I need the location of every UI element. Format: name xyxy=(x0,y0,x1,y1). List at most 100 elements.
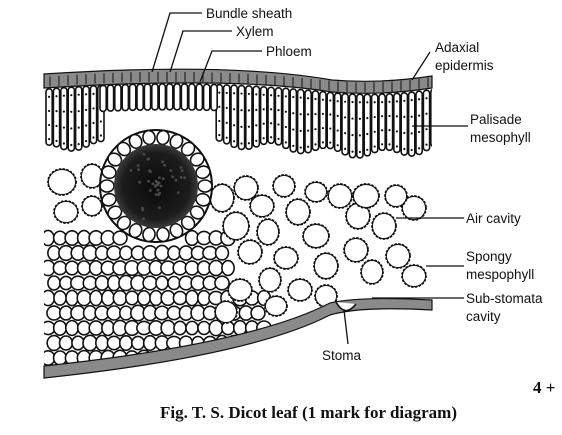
chloroplast xyxy=(395,130,398,133)
bundle-speck xyxy=(149,189,152,192)
palisade-cell xyxy=(348,93,357,159)
chloroplast xyxy=(373,101,376,104)
parenchyma-cell xyxy=(185,320,199,336)
spongy-cell xyxy=(401,264,427,288)
chloroplast xyxy=(55,95,58,98)
palisade-cell xyxy=(341,92,349,156)
chloroplast xyxy=(381,129,384,132)
spongy-cell-wall xyxy=(361,260,383,284)
parenchyma-cell xyxy=(106,305,122,321)
parenchyma-cell xyxy=(119,245,133,261)
bundle-speck xyxy=(177,191,180,195)
chloroplast xyxy=(70,110,73,113)
parenchyma-cell xyxy=(82,334,98,352)
chloroplast xyxy=(299,113,302,116)
spongy-cell xyxy=(258,267,282,293)
palisade-cell xyxy=(99,84,107,113)
chloroplast xyxy=(218,119,221,123)
palisade-cell xyxy=(400,91,409,156)
chloroplast xyxy=(270,136,273,139)
chloroplast xyxy=(247,142,250,145)
palisade-cell xyxy=(237,84,246,151)
chloroplast xyxy=(344,132,347,135)
chloroplast xyxy=(314,128,317,131)
spongy-cell-wall xyxy=(48,169,76,195)
chloroplast xyxy=(77,143,80,146)
palisade-cell xyxy=(281,87,290,150)
chloroplast xyxy=(292,128,295,131)
chloroplast xyxy=(85,139,88,143)
spongy-cell-wall xyxy=(238,240,262,264)
bundle-speck xyxy=(180,169,184,173)
chloroplast xyxy=(262,137,265,140)
chloroplast xyxy=(92,121,95,125)
bundle-speck xyxy=(179,176,183,179)
parenchyma-cell xyxy=(52,320,68,336)
chloroplast xyxy=(255,124,258,127)
chloroplast xyxy=(85,124,88,127)
spongy-cell-wall xyxy=(402,196,426,220)
bundle-speck xyxy=(179,166,183,169)
palisade-mesophyll-cells xyxy=(45,83,432,159)
label-epidermis: epidermis xyxy=(435,58,494,73)
parenchyma-cell xyxy=(88,320,104,336)
parenchyma-cell xyxy=(112,289,128,307)
palisade-cell xyxy=(289,88,298,153)
parenchyma-cell xyxy=(76,289,92,307)
bundle-speck xyxy=(136,164,140,168)
label-palisade: Palisade xyxy=(470,112,522,127)
chloroplast xyxy=(284,95,287,98)
chloroplast xyxy=(403,131,406,135)
spongy-cell-wall xyxy=(257,219,279,245)
spongy-cell-wall xyxy=(228,279,252,301)
chloroplast xyxy=(99,120,102,123)
spongy-cell-wall xyxy=(265,296,287,316)
spongy-cell xyxy=(304,181,328,203)
chloroplast xyxy=(262,122,265,125)
bundle-speck xyxy=(142,152,146,156)
sheath-cell xyxy=(128,133,143,150)
chloroplast xyxy=(403,147,406,151)
chloroplast xyxy=(218,105,221,108)
spongy-cell-wall xyxy=(234,176,258,200)
chloroplast xyxy=(314,112,317,116)
parenchyma-cell xyxy=(172,290,188,306)
palisade-cell xyxy=(67,86,76,152)
spongy-mesophyll-cells xyxy=(47,163,427,324)
chloroplast xyxy=(270,108,273,111)
parenchyma-cell xyxy=(76,260,92,276)
chloroplast xyxy=(277,137,280,140)
spongy-cell xyxy=(371,212,397,240)
chloroplast xyxy=(395,145,398,148)
chloroplast xyxy=(92,92,95,95)
chloroplast xyxy=(284,110,287,113)
spongy-cell xyxy=(233,175,259,201)
bundle-speck xyxy=(161,160,164,164)
chloroplast xyxy=(329,141,332,144)
palisade-cell xyxy=(52,87,61,148)
bundle-speck xyxy=(183,176,187,180)
chloroplast xyxy=(277,123,280,126)
bundle-speck xyxy=(169,169,173,173)
chloroplast xyxy=(366,148,369,151)
chloroplast xyxy=(425,97,428,100)
spongy-cell-wall xyxy=(82,196,102,216)
chloroplast xyxy=(321,141,324,144)
chloroplast xyxy=(403,99,406,102)
bundle-speck xyxy=(146,158,150,161)
chloroplast xyxy=(314,143,317,146)
chloroplast xyxy=(299,96,302,99)
abaxial-epidermis xyxy=(43,297,433,379)
parenchyma-cell xyxy=(208,319,224,337)
parenchyma-cell xyxy=(208,259,224,277)
chloroplast xyxy=(240,142,243,145)
chloroplast xyxy=(284,125,287,129)
chloroplast xyxy=(329,127,332,130)
bundle-texture xyxy=(129,152,187,221)
chloroplast xyxy=(366,132,369,136)
chloroplast xyxy=(62,142,65,145)
chloroplast xyxy=(218,91,221,94)
parenchyma-cell xyxy=(155,275,169,291)
chloroplast xyxy=(225,121,228,124)
